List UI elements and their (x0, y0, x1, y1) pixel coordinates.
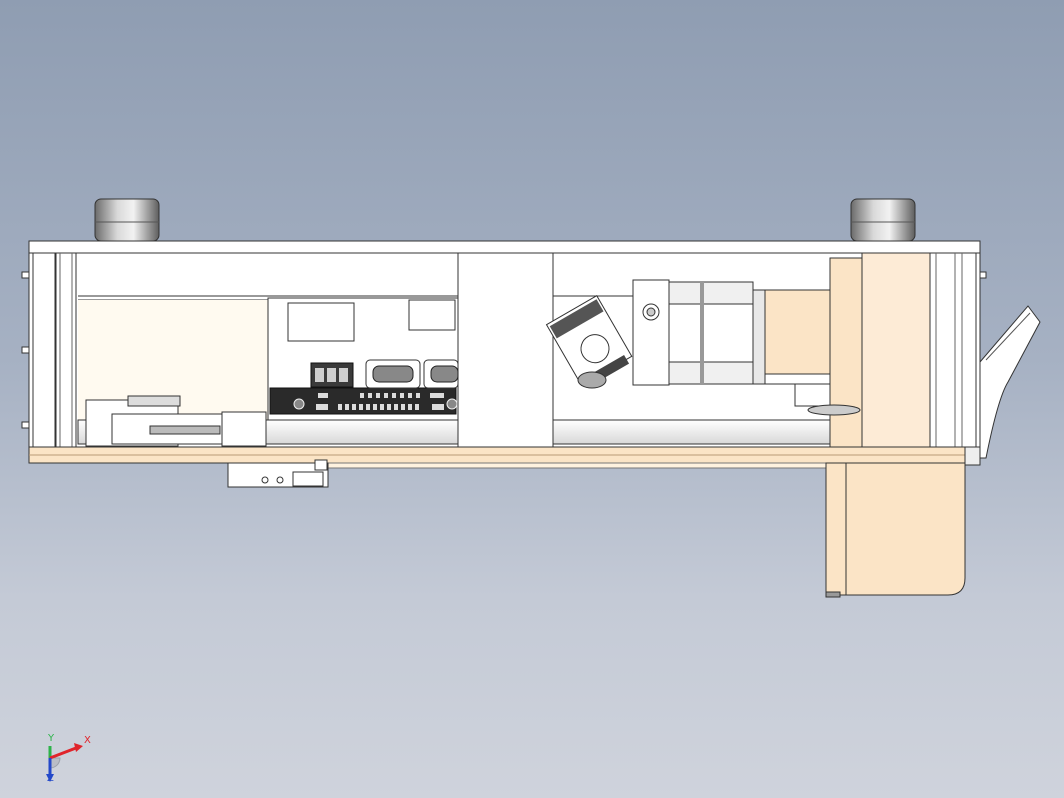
mounting-bracket[interactable] (764, 252, 931, 448)
linear-actuator[interactable] (85, 395, 329, 488)
motor-assembly[interactable] (545, 279, 766, 390)
center-divider[interactable] (457, 252, 554, 448)
support-block[interactable] (825, 446, 981, 598)
foot-right[interactable] (850, 198, 916, 242)
coordinate-triad-icon[interactable]: Y X Z (38, 728, 98, 788)
base-plate[interactable] (28, 446, 981, 469)
axis-x-label: X (84, 735, 91, 746)
controller-board[interactable] (267, 297, 459, 421)
side-studs (21, 271, 987, 429)
axis-z-label: Z (47, 773, 54, 784)
hinged-flap[interactable] (979, 305, 1041, 459)
foot-left[interactable] (94, 198, 160, 242)
axis-y-label: Y (48, 733, 55, 744)
